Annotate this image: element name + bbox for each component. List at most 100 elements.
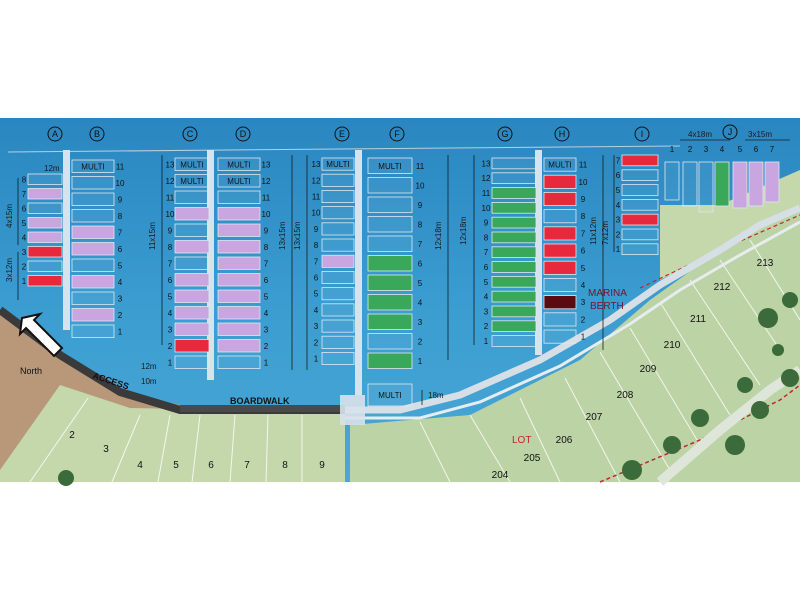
berth-d-7[interactable] <box>217 256 261 270</box>
berth-i-6[interactable] <box>621 169 659 182</box>
berth-h-3[interactable] <box>543 295 577 310</box>
berth-e-5[interactable] <box>321 287 355 301</box>
berth-a-2[interactable] <box>27 260 63 272</box>
berth-top-6[interactable] <box>748 161 764 207</box>
berth-h-1[interactable] <box>543 329 577 344</box>
berth-h-7[interactable] <box>543 226 577 241</box>
berth-h-10[interactable] <box>543 174 577 189</box>
berth-e-2[interactable] <box>321 335 355 349</box>
berth-top-5[interactable] <box>732 161 748 209</box>
berth-a-7[interactable] <box>27 188 63 200</box>
berth-d-2[interactable] <box>217 339 261 353</box>
berth-b-11[interactable] <box>71 159 115 173</box>
berth-a-4[interactable] <box>27 231 63 243</box>
berth-c-1[interactable] <box>174 355 210 369</box>
berth-f-2[interactable] <box>367 333 413 350</box>
berth-g-7[interactable] <box>491 246 537 259</box>
berth-i-7[interactable] <box>621 154 659 167</box>
berth-e-6[interactable] <box>321 270 355 284</box>
berth-b-7[interactable] <box>71 225 115 239</box>
berth-g-5[interactable] <box>491 275 537 288</box>
berth-b-8[interactable] <box>71 209 115 223</box>
berth-top-4[interactable] <box>714 161 730 207</box>
berth-e-9[interactable] <box>321 222 355 236</box>
berth-d-8[interactable] <box>217 240 261 254</box>
berth-c-11[interactable] <box>174 190 210 204</box>
berth-e-7[interactable] <box>321 254 355 268</box>
berth-g-3[interactable] <box>491 305 537 318</box>
berth-b-6[interactable] <box>71 242 115 256</box>
berth-g-12[interactable] <box>491 172 537 185</box>
berth-f-3[interactable] <box>367 313 413 330</box>
berth-e-8[interactable] <box>321 238 355 252</box>
berth-b-10[interactable] <box>71 176 115 190</box>
berth-i-1[interactable] <box>621 243 659 256</box>
berth-d-9[interactable] <box>217 223 261 237</box>
berth-i-5[interactable] <box>621 184 659 196</box>
berth-e-1[interactable] <box>321 351 355 365</box>
berth-g-13[interactable] <box>491 157 537 170</box>
berth-b-9[interactable] <box>71 192 115 206</box>
berth-e-11[interactable] <box>321 189 355 203</box>
berth-b-1[interactable] <box>71 324 115 338</box>
berth-d-5[interactable] <box>217 289 261 303</box>
berth-d-6[interactable] <box>217 273 261 287</box>
berth-a-3[interactable] <box>27 246 63 258</box>
berth-h-11[interactable] <box>543 157 577 172</box>
berth-h-5[interactable] <box>543 260 577 275</box>
berth-c-10[interactable] <box>174 207 210 221</box>
berth-e-12[interactable] <box>321 173 355 187</box>
berth-c-12[interactable] <box>174 174 210 188</box>
berth-d-10[interactable] <box>217 207 261 221</box>
berth-h-9[interactable] <box>543 191 577 206</box>
berth-b-5[interactable] <box>71 258 115 272</box>
berth-f-9[interactable] <box>367 196 413 213</box>
berth-g-9[interactable] <box>491 216 537 229</box>
berth-i-4[interactable] <box>621 198 659 211</box>
berth-c-4[interactable] <box>174 306 210 320</box>
berth-c-7[interactable] <box>174 256 210 270</box>
berth-d-11[interactable] <box>217 190 261 204</box>
berth-e-10[interactable] <box>321 206 355 220</box>
berth-h-8[interactable] <box>543 209 577 224</box>
berth-d-4[interactable] <box>217 306 261 320</box>
berth-g-1[interactable] <box>491 335 537 347</box>
berth-f-8[interactable] <box>367 216 413 233</box>
berth-c-3[interactable] <box>174 322 210 336</box>
berth-c-9[interactable] <box>174 223 210 237</box>
berth-g-2[interactable] <box>491 320 537 332</box>
berth-g-6[interactable] <box>491 261 537 273</box>
berth-g-8[interactable] <box>491 231 537 244</box>
berth-h-6[interactable] <box>543 243 577 258</box>
berth-i-2[interactable] <box>621 228 659 241</box>
berth-d-13[interactable] <box>217 157 261 171</box>
berth-g-11[interactable] <box>491 187 537 199</box>
berth-b-4[interactable] <box>71 275 115 289</box>
berth-f-7[interactable] <box>367 235 413 252</box>
berth-a-5[interactable] <box>27 217 63 229</box>
berth-h-4[interactable] <box>543 277 577 292</box>
berth-a-1[interactable] <box>27 275 63 287</box>
berth-top-7[interactable] <box>764 161 780 203</box>
berth-b-2[interactable] <box>71 308 115 322</box>
berth-b-3[interactable] <box>71 291 115 305</box>
berth-f-11[interactable] <box>367 157 413 174</box>
berth-c-5[interactable] <box>174 289 210 303</box>
berth-f-1[interactable] <box>367 352 413 369</box>
berth-c-2[interactable] <box>174 339 210 353</box>
berth-c-6[interactable] <box>174 273 210 287</box>
berth-top-3[interactable] <box>698 161 714 213</box>
berth-d-12[interactable] <box>217 174 261 188</box>
berth-h-2[interactable] <box>543 312 577 327</box>
berth-c-8[interactable] <box>174 240 210 254</box>
berth-top-2[interactable] <box>682 161 698 207</box>
berth-e-4[interactable] <box>321 303 355 317</box>
berth-c-13[interactable] <box>174 157 210 171</box>
berth-top-1[interactable] <box>664 161 680 201</box>
berth-g-4[interactable] <box>491 290 537 303</box>
berth-f-10[interactable] <box>367 177 413 194</box>
berth-d-1[interactable] <box>217 355 261 369</box>
berth-a-8[interactable] <box>27 173 63 185</box>
berth-f-4[interactable] <box>367 294 413 311</box>
berth-d-3[interactable] <box>217 322 261 336</box>
